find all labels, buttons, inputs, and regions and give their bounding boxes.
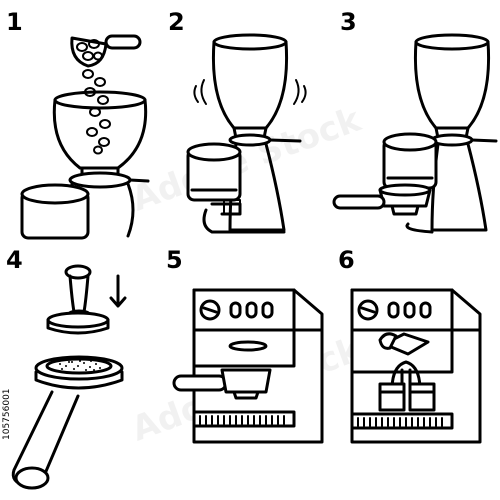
portafilter-at-grinder-icon	[332, 33, 498, 234]
step-number-5: 5	[166, 246, 183, 274]
grinder-grinding-icon	[186, 33, 307, 234]
step-number-4: 4	[6, 246, 23, 274]
stock-id: 105756001	[2, 388, 12, 440]
step-number-6: 6	[338, 246, 355, 274]
step-number-2: 2	[168, 8, 185, 36]
watermark: Adobe Stock	[127, 99, 368, 219]
step-number-3: 3	[340, 8, 357, 36]
tamper-pressing-icon	[11, 264, 127, 490]
portafilter-into-machine-icon	[172, 288, 324, 444]
espresso-shots-icon	[350, 288, 482, 444]
beans-into-grinder-icon	[20, 34, 150, 240]
step-number-1: 1	[6, 8, 23, 36]
